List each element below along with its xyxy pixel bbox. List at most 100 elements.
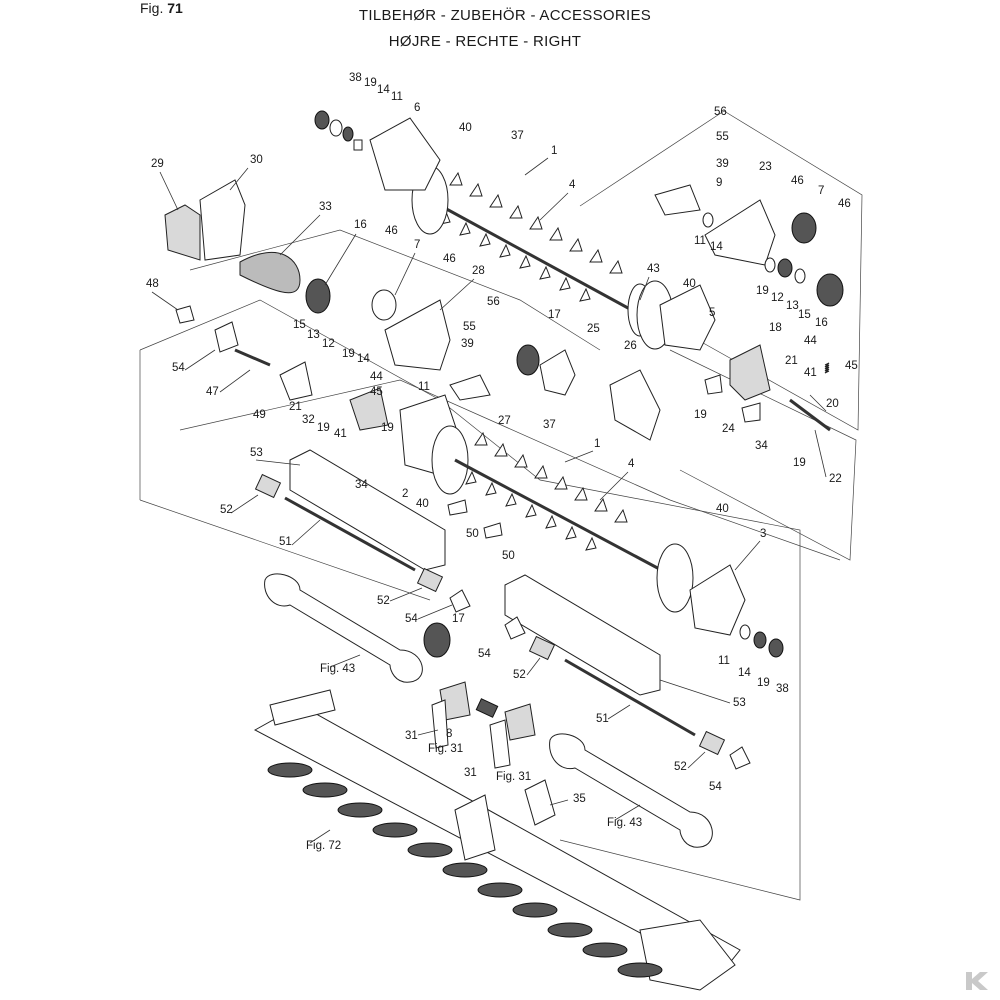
ring-40-lower-left (431, 425, 469, 495)
pulley-16-left (305, 278, 331, 314)
part-callout: 8 (446, 728, 452, 740)
part-callout: 22 (829, 473, 842, 485)
leader-lines (151, 157, 827, 844)
part-callout: 37 (511, 130, 524, 142)
part-callout: 39 (716, 158, 729, 170)
part-callout: 11 (418, 381, 430, 393)
part-callout: 11 (391, 91, 403, 103)
plate-48 (175, 305, 195, 324)
part-callout: 14 (738, 667, 751, 679)
part-callout: 49 (253, 409, 266, 421)
part-callout: 47 (206, 386, 219, 398)
part-callout: 21 (289, 401, 302, 413)
part-callout: 18 (769, 322, 782, 334)
figure-reference: Fig. 43 (320, 663, 355, 675)
bearing-stack-right-top (764, 257, 806, 284)
part-callout: 31 (405, 730, 418, 742)
guard-53-lower (504, 574, 661, 696)
hood-30 (199, 179, 246, 261)
part-callout: 2 (402, 488, 408, 500)
part-callout: 41 (804, 367, 817, 379)
coupling-8 (475, 698, 499, 718)
title-right: HØJRE - RECHTE - RIGHT (388, 33, 582, 50)
figure-reference: Fig. 72 (306, 840, 341, 852)
part-callout: 52 (377, 595, 390, 607)
coupling-52-d (698, 730, 726, 756)
outline-middle (179, 379, 841, 561)
part-callout: 19 (364, 77, 377, 89)
part-callout: 19 (756, 285, 769, 297)
part-callout: 51 (279, 536, 292, 548)
part-callout: 14 (710, 241, 723, 253)
assembly-outlines (139, 110, 863, 901)
part-callout: 17 (548, 309, 561, 321)
part-callout: 34 (355, 479, 368, 491)
cutterbar-frame (253, 689, 741, 991)
part-callout: 24 (722, 423, 735, 435)
part-callout: 44 (370, 371, 383, 383)
washer-stack-right-top (702, 212, 714, 228)
pulley-7-left (371, 289, 397, 321)
pto-shaft-upper (264, 573, 423, 683)
part-callout: 4 (569, 179, 576, 191)
part-callout: 46 (385, 225, 398, 237)
outline-left-main (139, 299, 801, 901)
part-callout: 40 (716, 503, 729, 515)
figure-prefix: Fig. (140, 0, 164, 16)
coupling-52-a (254, 473, 282, 499)
guard-49 (279, 361, 313, 401)
part-callout: 33 (319, 201, 332, 213)
pulley-17-upper (516, 344, 540, 376)
part-callout: 29 (151, 158, 164, 170)
part-callout: 13 (307, 329, 320, 341)
gearbox-18 (729, 344, 771, 401)
part-callout: 21 (785, 355, 798, 367)
part-callout: 40 (416, 498, 429, 510)
pulley-17-lower (423, 622, 451, 658)
side-plate-28 (384, 299, 451, 371)
part-callout: 28 (472, 265, 485, 277)
figure-number-value: 71 (167, 0, 183, 16)
wedge-50-a (447, 499, 468, 516)
part-callout: 45 (370, 386, 383, 398)
drive-belt-33 (239, 251, 301, 294)
bracket-9 (654, 184, 701, 216)
part-callout: 54 (709, 781, 722, 793)
part-callout: 46 (791, 175, 804, 187)
pto-shaft-lower (549, 733, 713, 848)
part-callout: 40 (459, 122, 472, 134)
part-callout: 9 (716, 177, 722, 189)
part-callout: 17 (452, 613, 465, 625)
figure-number: Fig. 71 (140, 0, 183, 16)
figure-reference: Fig. 31 (428, 743, 463, 755)
part-callout: 11 (718, 655, 730, 667)
part-callout: 52 (513, 669, 526, 681)
part-callout: 20 (826, 398, 839, 410)
part-callout: 37 (543, 419, 556, 431)
cover-26 (609, 369, 661, 441)
part-callout: 40 (683, 278, 696, 290)
bracket-54-c (504, 616, 526, 640)
part-callout: 53 (733, 697, 746, 709)
part-callout: 34 (755, 440, 768, 452)
part-callout: 19 (342, 348, 355, 360)
part-callout: 38 (349, 72, 362, 84)
part-callout: 13 (786, 300, 799, 312)
part-callout: 46 (443, 253, 456, 265)
gearbox-left (349, 387, 389, 431)
title-accessories: TILBEHØR - ZUBEHÖR - ACCESSORIES (358, 7, 652, 24)
guard-53-upper (289, 449, 446, 571)
part-callout: 48 (146, 278, 159, 290)
shaft-22 (789, 398, 831, 432)
part-callout: 5 (709, 307, 715, 319)
part-callout: 31 (464, 767, 477, 779)
part-callout: 44 (804, 335, 817, 347)
part-callout: 41 (334, 428, 347, 440)
shaft-47 (234, 348, 271, 367)
figure-reference: Fig. 43 (607, 817, 642, 829)
part-callout: 7 (818, 185, 824, 197)
part-callout: 12 (322, 338, 335, 350)
part-callout: 7 (414, 239, 420, 251)
